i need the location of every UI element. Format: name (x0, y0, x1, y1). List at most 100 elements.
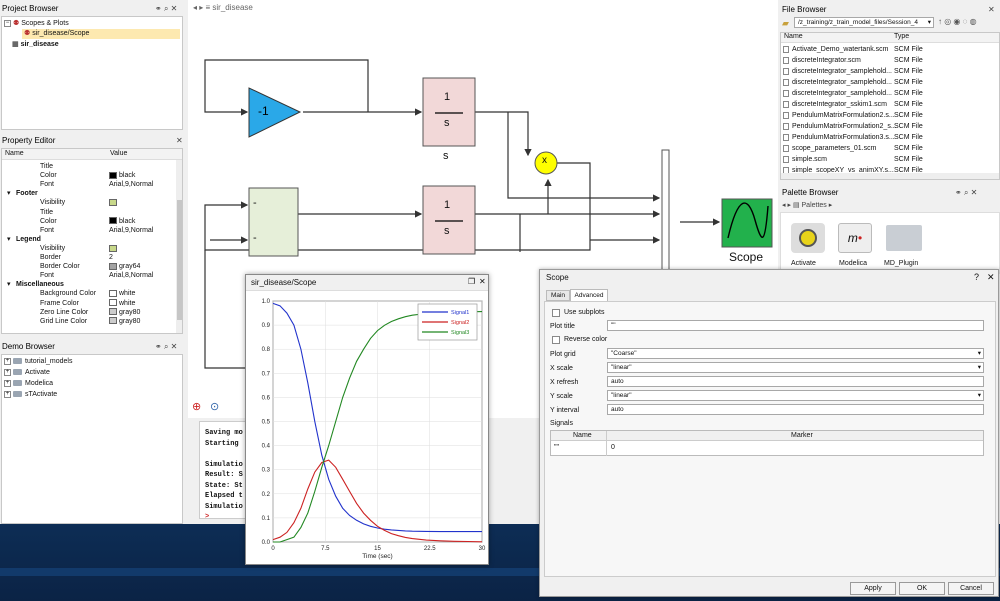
x-scale-select[interactable]: "linear"▾ (607, 362, 984, 373)
property-value[interactable]: 2 (109, 254, 113, 261)
sum-block[interactable] (248, 187, 299, 257)
link-integ1-to-mult[interactable] (475, 111, 532, 157)
integrator-block-1[interactable] (422, 77, 476, 147)
property-value[interactable]: black (109, 217, 135, 227)
property-value[interactable] (109, 198, 119, 208)
property-row[interactable]: Visibility (2, 244, 174, 254)
close-icon[interactable]: ✕ (170, 342, 178, 351)
y-interval-input[interactable]: auto (607, 404, 984, 415)
back-icon[interactable]: ◂ ▸ (193, 3, 204, 12)
property-row[interactable]: Footer▾ (2, 189, 174, 199)
collapse-icon[interactable]: ▾ (7, 190, 11, 198)
property-value[interactable]: Arial,9,Normal (109, 226, 154, 234)
zoom-fit-icon[interactable]: ⊙ (210, 401, 220, 413)
close-icon[interactable]: ✕ (987, 272, 995, 282)
close-icon[interactable]: ✕ (988, 5, 995, 14)
signal-name-cell[interactable]: "" (554, 444, 559, 451)
ok-button[interactable]: OK (899, 582, 945, 595)
binoculars-icon[interactable]: ⚭ (155, 4, 162, 13)
visibility-checkbox[interactable] (109, 244, 117, 252)
property-row[interactable]: Visibility (2, 198, 174, 208)
property-value[interactable]: white (109, 299, 135, 309)
close-icon[interactable]: ✕ (170, 4, 178, 13)
demo-item[interactable]: +Activate (4, 368, 50, 376)
tree-item-model[interactable]: ▦ sir_disease (12, 41, 59, 48)
property-row[interactable]: Title (2, 208, 174, 218)
search-icon[interactable]: ⌕ (163, 4, 169, 13)
file-path-select[interactable]: /z_training/z_train_model_files/Session_… (794, 17, 934, 28)
link-feedback-top[interactable] (204, 59, 369, 116)
property-value[interactable]: gray80 (109, 308, 140, 318)
property-row[interactable]: Legend▾ (2, 235, 174, 245)
palette-modelica-icon[interactable]: m• (838, 223, 872, 253)
signal-marker-cell[interactable]: 0 (611, 444, 615, 451)
palette-modelica-label[interactable]: Modelica (839, 260, 868, 267)
reverse-color-checkbox[interactable] (552, 336, 560, 344)
cancel-button[interactable]: Cancel (948, 582, 994, 595)
binoculars-icon[interactable]: ⚭ (155, 342, 162, 351)
property-value[interactable] (109, 244, 119, 254)
property-value[interactable]: gray64 (109, 262, 140, 272)
property-value[interactable]: white (109, 289, 135, 299)
link-integ1-to-mux[interactable] (507, 112, 661, 202)
property-scrollbar[interactable] (176, 160, 182, 333)
plot-grid-select[interactable]: "Coarse"▾ (607, 348, 984, 359)
help-icon[interactable]: ? (974, 272, 980, 282)
palette-activate-icon[interactable] (791, 223, 825, 253)
scope-block[interactable] (721, 198, 773, 248)
demo-item[interactable]: +sTActivate (4, 390, 58, 398)
property-value[interactable]: black (109, 171, 135, 181)
mux-block[interactable] (661, 149, 670, 271)
expand-icon[interactable]: + (4, 390, 11, 398)
palette-activate-label[interactable]: Activate (791, 260, 816, 267)
palette-mdplugin-label[interactable]: MD_Plugin (884, 260, 919, 267)
close-icon[interactable]: ✕ (970, 188, 978, 197)
file-hscrollbar[interactable] (781, 173, 999, 179)
expand-icon[interactable]: + (4, 379, 11, 387)
demo-item[interactable]: +tutorial_models (4, 357, 73, 365)
link-lower-loop[interactable] (204, 250, 245, 369)
collapse-icon[interactable]: − (4, 19, 11, 27)
file-row[interactable]: PendulumMatrixFormulation2.s...SCM File (783, 111, 999, 121)
y-scale-select[interactable]: "linear"▾ (607, 390, 984, 401)
collapse-icon[interactable]: ▾ (7, 281, 11, 289)
file-row[interactable]: discreteIntegrator_samplehold...SCM File (783, 67, 999, 77)
tree-item-scope-selected[interactable]: ⚉ sir_disease/Scope (22, 29, 180, 39)
demo-item[interactable]: +Modelica (4, 379, 54, 387)
expand-icon[interactable]: + (4, 357, 11, 365)
tab-advanced[interactable]: Advanced (570, 289, 608, 301)
scrollbar-thumb[interactable] (177, 200, 182, 320)
expand-icon[interactable]: + (4, 368, 11, 376)
plot-title-input[interactable]: "" (607, 320, 984, 331)
file-row[interactable]: discreteIntegrator_samplehold...SCM File (783, 78, 999, 88)
visibility-checkbox[interactable] (109, 199, 117, 207)
file-nav-icons[interactable]: ↑ ◎ ◉ ◌ ◍ (938, 17, 977, 26)
apply-button[interactable]: Apply (850, 582, 896, 595)
x-refresh-input[interactable]: auto (607, 376, 984, 387)
property-value[interactable]: gray80 (109, 317, 140, 327)
zoom-in-icon[interactable]: ⊕ (192, 401, 202, 413)
multiplier-block[interactable] (534, 151, 558, 175)
property-value[interactable]: Arial,9,Normal (109, 181, 154, 189)
property-value[interactable]: Arial,8,Normal (109, 272, 154, 280)
gain-block[interactable] (248, 87, 302, 138)
close-icon[interactable]: ✕ (479, 277, 486, 286)
use-subplots-checkbox[interactable] (552, 309, 560, 317)
property-row[interactable]: Title (2, 162, 174, 172)
integrator-block-2[interactable] (422, 185, 476, 255)
link-mult-to-sum[interactable] (204, 162, 591, 251)
